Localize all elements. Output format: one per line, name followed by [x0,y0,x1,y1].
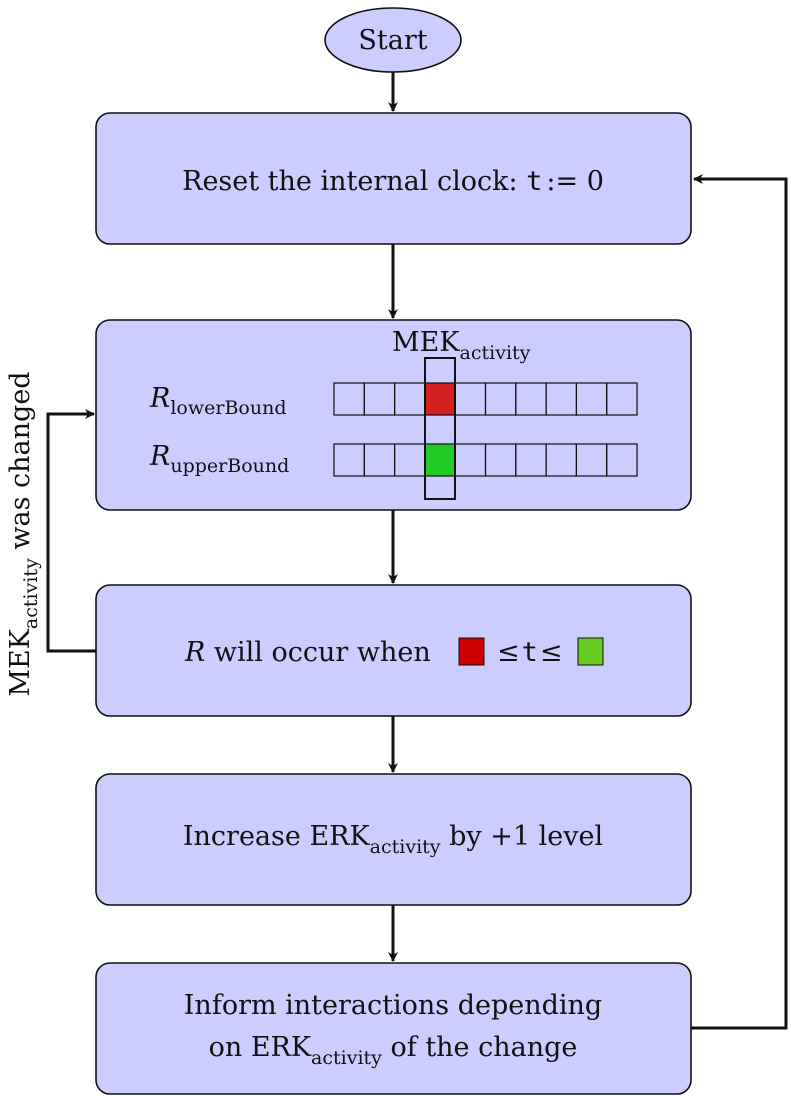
arrow-occur-loop-to-ranges [46,409,96,653]
ranges-node: MEKactivity RlowerBound RupperBound [95,319,692,511]
increase-suffix: by +1 level [441,821,604,852]
occur-node: R will occur when ≤t≤ [95,584,692,717]
inform-line2: on ERKactivity of the change [209,1032,578,1069]
occur-condition: ≤t≤ [497,637,563,668]
loop-label: MEKactivity was changed [5,371,42,696]
start-node: Start [324,7,462,73]
reset-node: Reset the internal clock: t:= 0 [95,112,692,245]
lower-bound-sub: lowerBound [170,397,286,419]
occur-text-body: will occur when [205,637,430,668]
inform-line2-prefix: on ERK [209,1032,312,1063]
occur-var: R [184,637,205,668]
inform-line2-sub: activity [311,1047,382,1069]
lower-bound-main: R [149,383,170,414]
increase-sub: activity [370,836,441,858]
inform-line2-suffix: of the change [382,1032,577,1063]
column-label-main: MEK [392,327,460,358]
occur-text: R will occur when [184,637,431,668]
highlight-column-frame [424,357,456,500]
occur-clock-var: t [522,637,538,668]
reset-assign: := 0 [546,166,603,197]
reset-clock-var: t [526,166,542,197]
upper-bound-swatch [577,637,604,666]
upper-bound-cells [333,443,638,477]
upper-bound-cell [606,443,638,477]
column-label: MEKactivity [392,327,531,364]
loop-label-main: MEK [5,628,36,696]
start-label: Start [358,25,427,56]
increase-node: Increase ERKactivity by +1 level [95,773,692,906]
lower-bound-cell [606,382,638,416]
occur-leq-1: ≤ [497,637,520,668]
inform-box [95,962,692,1095]
lower-bound-label: RlowerBound [149,383,287,419]
upper-bound-label: RupperBound [149,441,289,477]
upper-bound-sub: upperBound [170,455,289,477]
lower-bound-swatch [458,637,485,666]
lower-bound-cell [424,382,456,416]
increase-text: Increase ERKactivity by +1 level [183,821,603,858]
inform-line1: Inform interactions depending [184,990,602,1021]
increase-prefix: Increase ERK [183,821,371,852]
inform-node: Inform interactions depending on ERKacti… [95,962,692,1095]
upper-bound-cell [424,443,456,477]
reset-prefix: Reset the internal clock: [182,166,526,197]
reset-text: Reset the internal clock: t:= 0 [182,166,604,197]
loop-label-suffix: was changed [5,371,36,558]
arrow-inform-loop-to-reset [691,174,788,1030]
column-label-sub: activity [460,342,531,364]
upper-bound-main: R [149,441,170,472]
loop-label-sub: activity [20,558,42,629]
occur-leq-2: ≤ [540,637,563,668]
